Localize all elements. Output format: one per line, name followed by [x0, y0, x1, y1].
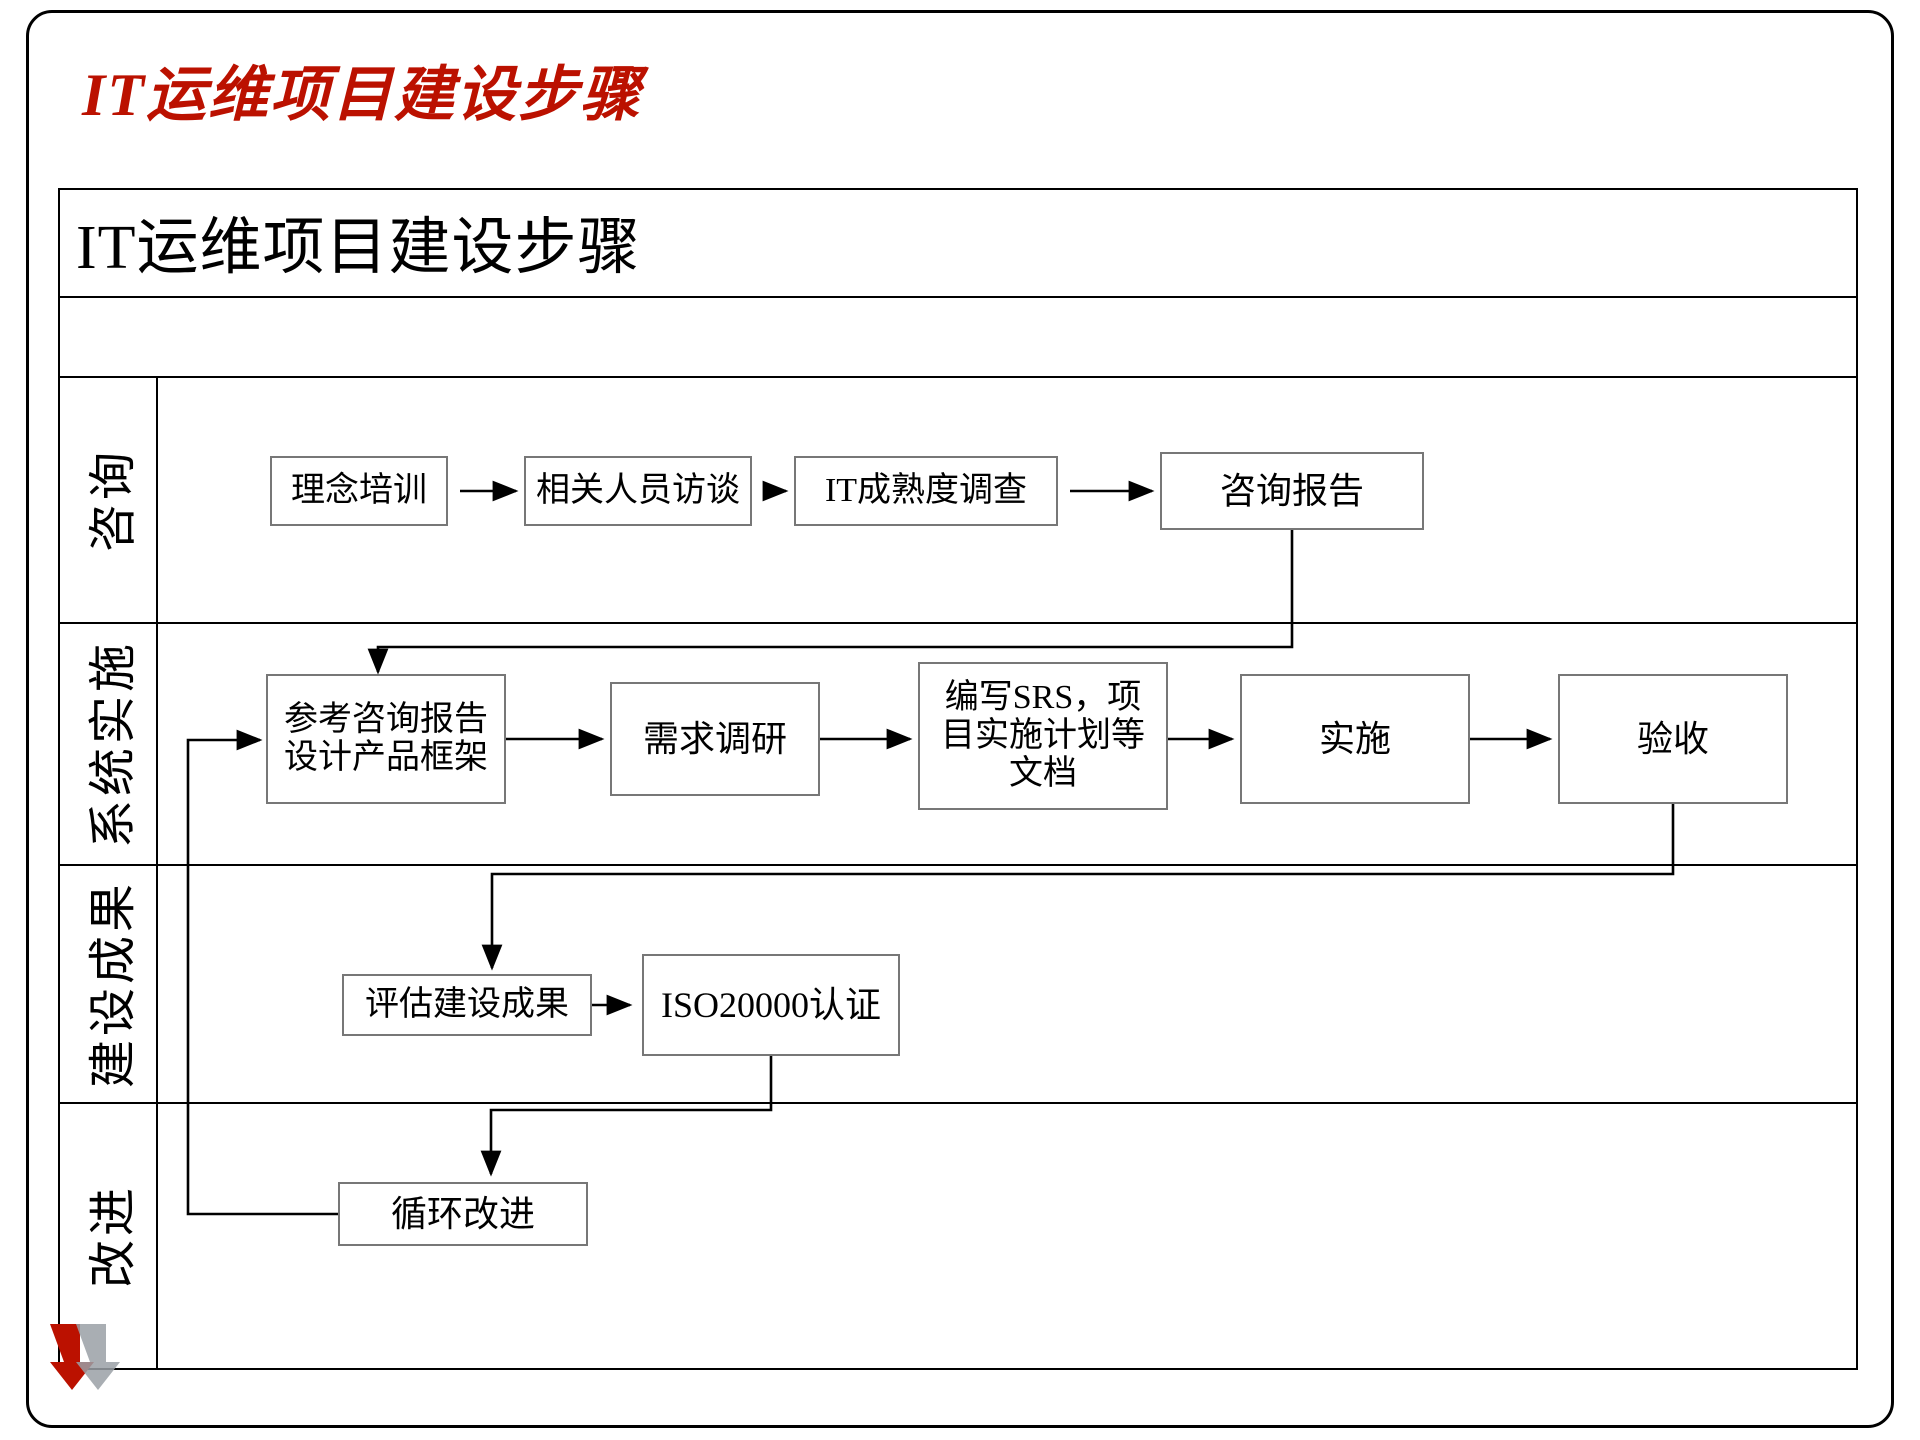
node-write-srs-docs[interactable]: 编写SRS，项 目实施计划等 文档 — [918, 662, 1168, 810]
swimlane-content-implementation: 参考咨询报告 设计产品框架 需求调研 编写SRS，项 目实施计划等 文档 实施 … — [158, 624, 1856, 864]
swimlane-label-implementation: 系统实施 — [87, 639, 140, 849]
node-concept-training[interactable]: 理念培训 — [270, 456, 448, 526]
swimlane-content-improvement: 循环改进 — [158, 1104, 1856, 1368]
node-evaluate-results[interactable]: 评估建设成果 — [342, 974, 592, 1036]
swimlane-row-implementation: 系统实施 参考咨询报告 设计产品框架 需求调研 编写SRS，项 目实施计划等 文… — [60, 624, 1856, 866]
node-execute[interactable]: 实施 — [1240, 674, 1470, 804]
node-continuous-improvement[interactable]: 循环改进 — [338, 1182, 588, 1246]
swimlane-label-improvement: 改进 — [87, 1183, 140, 1289]
table-header-row: IT运维项目建设步骤 — [60, 190, 1856, 298]
page-title: IT运维项目建设步骤 — [82, 62, 642, 128]
table-header-title: IT运维项目建设步骤 — [76, 214, 641, 282]
node-it-maturity-survey[interactable]: IT成熟度调查 — [794, 456, 1058, 526]
swimlane-label-cell-improvement: 改进 — [60, 1104, 158, 1368]
node-iso20000-certification[interactable]: ISO20000认证 — [642, 954, 900, 1056]
swimlane-label-cell-consulting: 咨询 — [60, 378, 158, 622]
swimlane-label-cell-implementation: 系统实施 — [60, 624, 158, 864]
node-stakeholder-interview[interactable]: 相关人员访谈 — [524, 456, 752, 526]
swimlane-label-consulting: 咨询 — [87, 447, 140, 553]
logo-icon — [50, 1324, 120, 1390]
node-product-framework-design[interactable]: 参考咨询报告 设计产品框架 — [266, 674, 506, 804]
node-acceptance[interactable]: 验收 — [1558, 674, 1788, 804]
swimlane-label-cell-results: 建设成果 — [60, 866, 158, 1102]
node-requirements-research[interactable]: 需求调研 — [610, 682, 820, 796]
node-consulting-report[interactable]: 咨询报告 — [1160, 452, 1424, 530]
process-table: IT运维项目建设步骤 咨询 理念培训 相关人员访谈 IT成熟度调查 咨询报告 — [58, 188, 1858, 1370]
swimlane-content-consulting: 理念培训 相关人员访谈 IT成熟度调查 咨询报告 — [158, 378, 1856, 622]
swimlane-row-improvement: 改进 循环改进 — [60, 1104, 1856, 1368]
table-blank-row — [60, 298, 1856, 378]
swimlane-label-results: 建设成果 — [87, 879, 140, 1089]
swimlane-row-consulting: 咨询 理念培训 相关人员访谈 IT成熟度调查 咨询报告 — [60, 378, 1856, 624]
slide-frame-border — [26, 10, 1894, 1428]
swimlane-content-results: 评估建设成果 ISO20000认证 — [158, 866, 1856, 1102]
swimlane-row-results: 建设成果 评估建设成果 ISO20000认证 — [60, 866, 1856, 1104]
